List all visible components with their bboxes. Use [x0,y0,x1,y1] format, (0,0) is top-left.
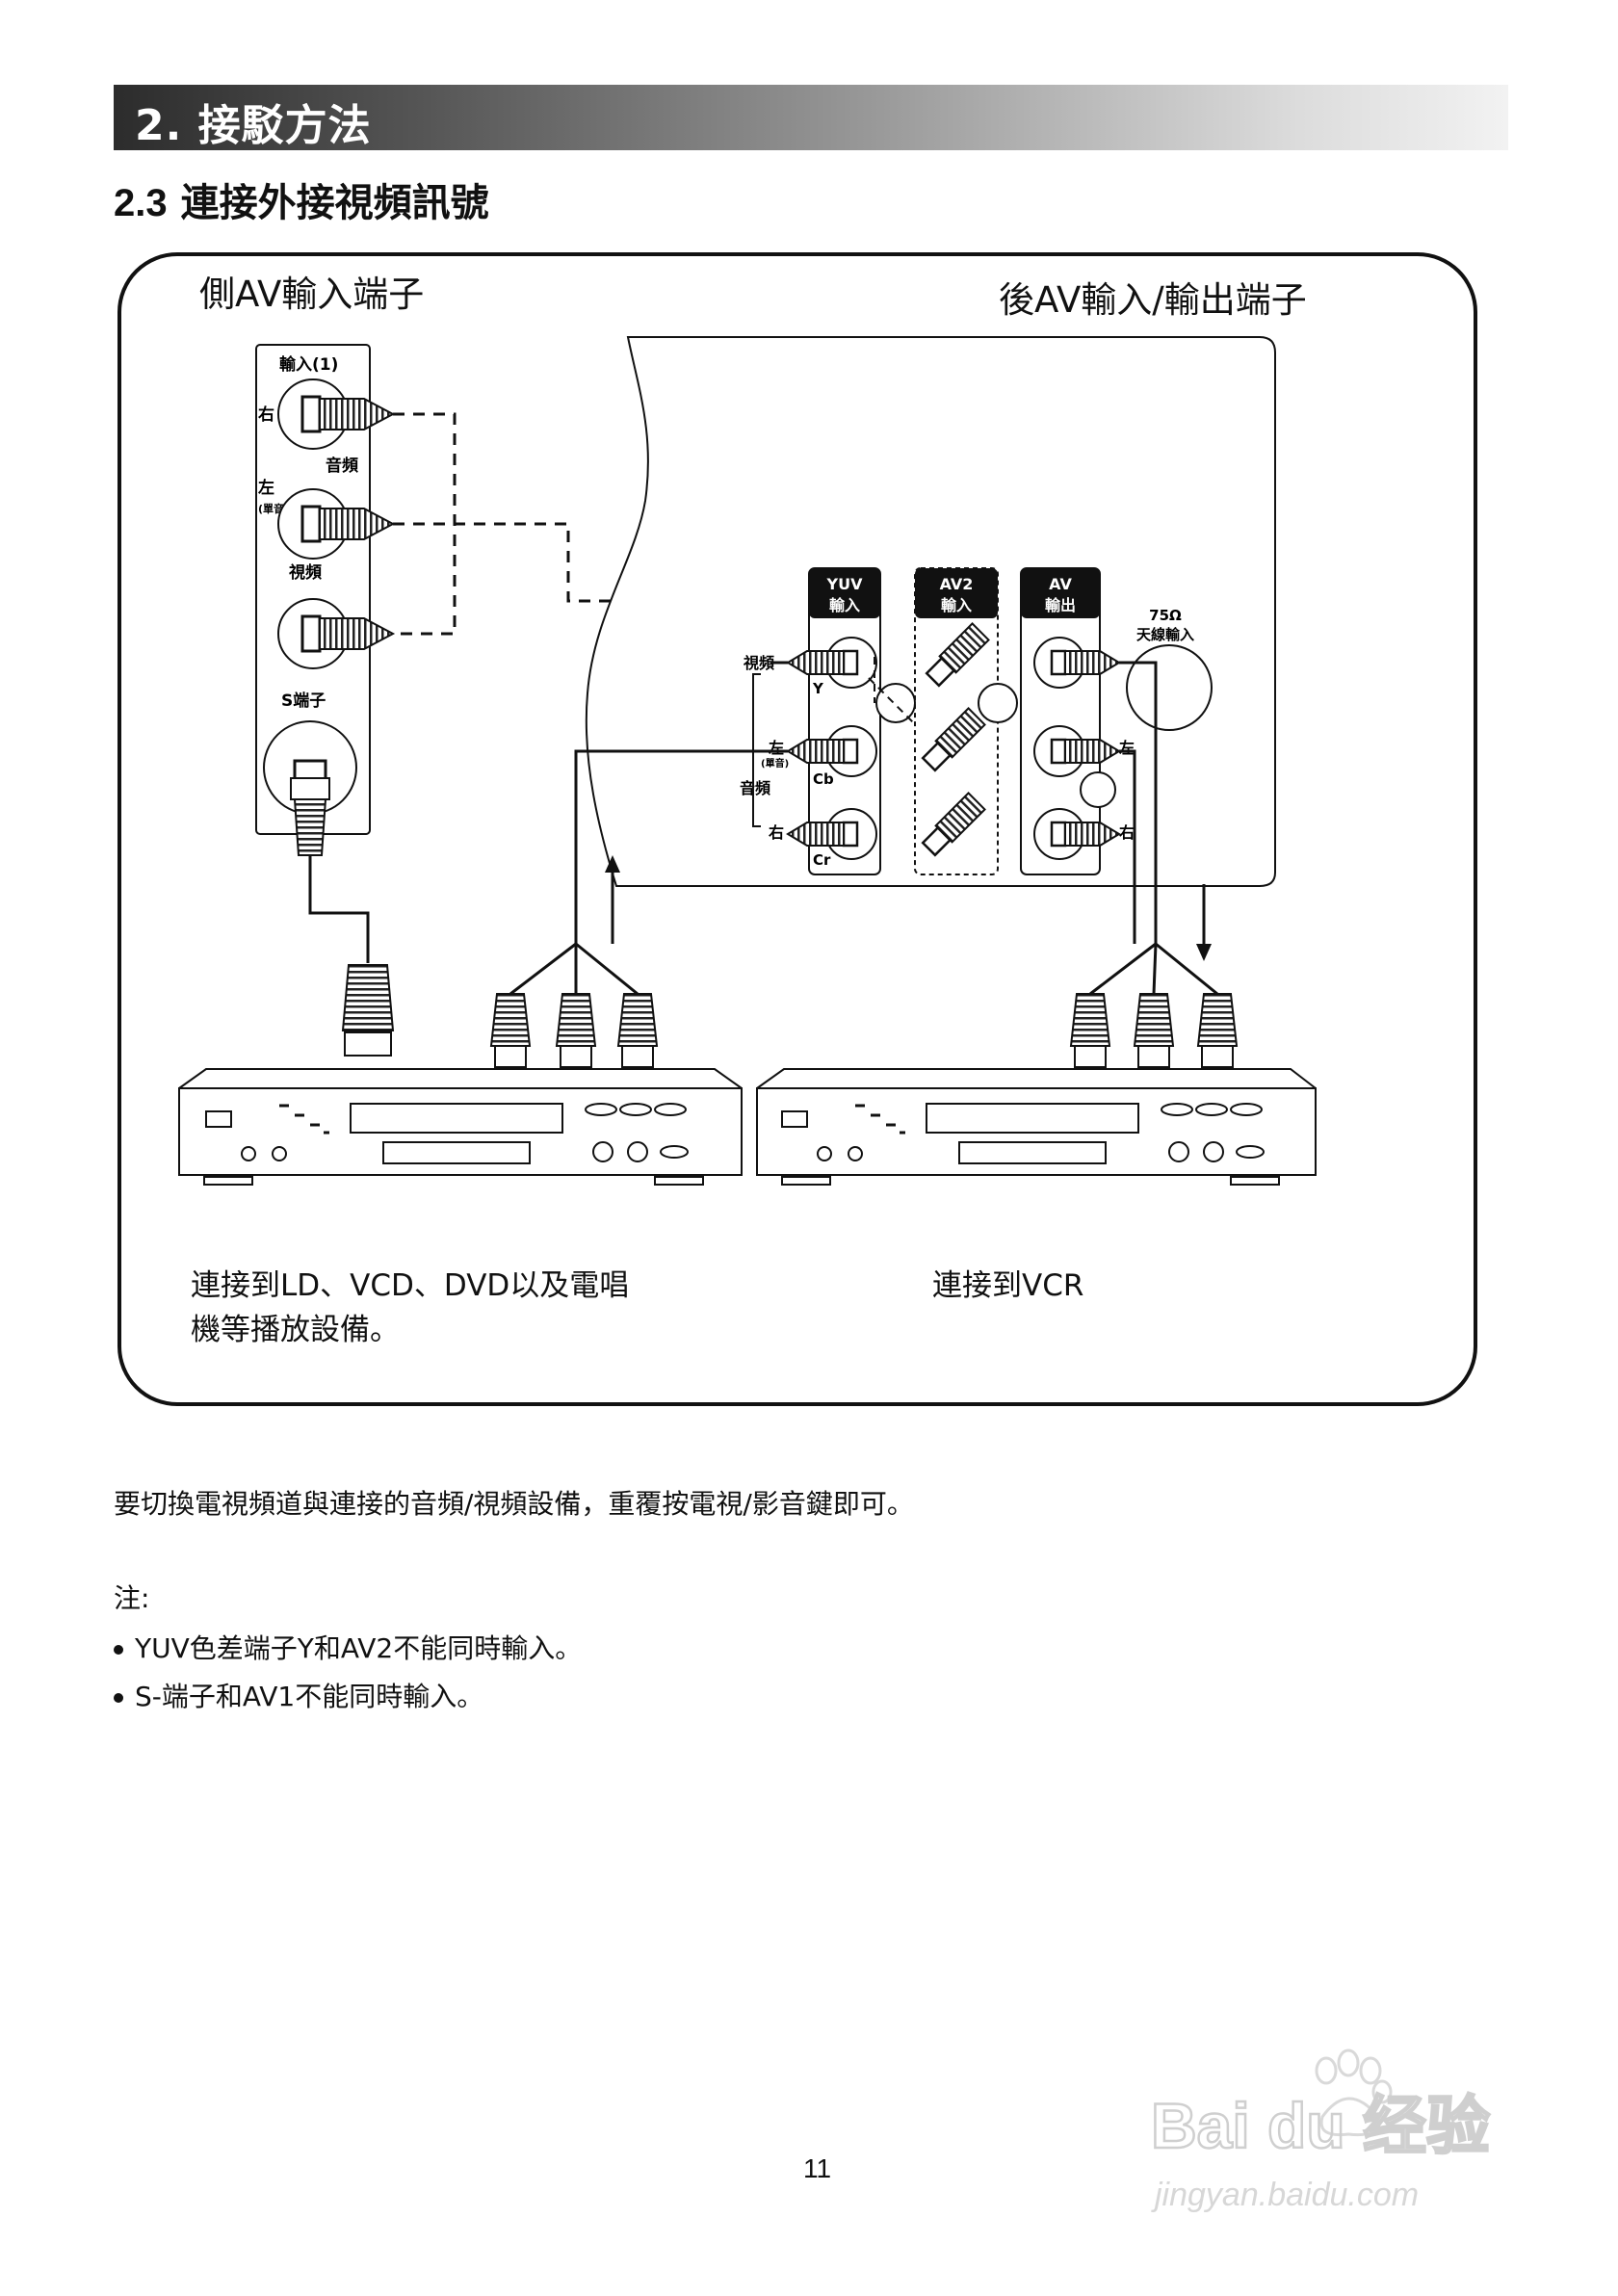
page-number: 11 [803,2153,832,2183]
svg-text:輸出: 輸出 [1045,596,1076,614]
side-label-audio: 音頻 [326,456,358,476]
side-panel-title: 側AV輸入端子 [199,274,424,315]
svg-text:AV2: AV2 [940,575,974,593]
caption-vcr: 連接到VCR [932,1268,1084,1303]
chapter-header-bar: 2. 接駁方法 [114,85,1508,150]
svg-text:右: 右 [1119,823,1135,842]
svg-text:Cb: Cb [813,770,834,788]
svg-text:Y: Y [812,680,824,697]
bullet-icon [114,1693,123,1703]
watermark-url: jingyan.baidu.com [1151,2177,1419,2213]
av-out-jack-video [1033,637,1121,689]
side-label-left: 左 [258,478,274,498]
section-heading: 2.3 連接外接視頻訊號 [114,171,489,227]
svg-text:YUV: YUV [826,575,864,593]
yuv-jack-cr [786,808,877,860]
svg-text:75Ω: 75Ω [1149,607,1182,624]
svg-text:左: 左 [768,739,784,757]
left-device-rca-plugs [489,993,659,1068]
note-item: YUV色差端子Y和AV2不能同時輸入。 [114,1628,582,1666]
side-label-right: 右 [258,404,274,425]
svg-text:輸入: 輸入 [829,596,860,614]
av2-plug-video [925,622,990,688]
side-jack-video [277,598,396,669]
section-number: 2.3 [114,182,168,224]
av-out-jack-right [1033,808,1121,860]
antenna-input-jack [1126,644,1213,731]
av2-plug-right [921,792,986,857]
rear-panel-title: 後AV輸入/輸出端子 [999,279,1307,321]
svg-text:輸入: 輸入 [941,596,972,614]
av-out-jack-left [1033,725,1121,777]
caption-player: 連接到LD、VCD、DVD以及電唱 機等播放設備。 [191,1264,629,1352]
section-title: 連接外接視頻訊號 [180,181,489,225]
connection-diagram: 側AV輸入端子 後AV輸入/輸出端子 輸入(1) 右 音頻 左 (單音) 視頻 … [117,252,1477,1406]
side-jack-audio-left [277,488,396,560]
vcr-device [756,1068,1317,1186]
yuv-jack-cb [786,725,877,777]
svg-text:Cr: Cr [813,851,831,869]
svg-text:(單音): (單音) [761,757,789,770]
side-label-input1: 輸入(1) [279,354,338,375]
bullet-icon [114,1645,123,1655]
yuv-jack-y [786,637,877,689]
note-item: S-端子和AV1不能同時輸入。 [114,1676,483,1714]
notes-heading: 注: [114,1582,150,1614]
left-device-s-video-plug [341,964,395,1057]
svg-text:天線輸入: 天線輸入 [1136,626,1194,643]
side-jack-s-video [263,720,357,856]
caption-player-line1: 連接到LD、VCD、DVD以及電唱 [191,1268,630,1303]
player-device [178,1068,743,1186]
svg-text:左: 左 [1118,739,1135,757]
side-jack-audio-right [277,378,396,450]
baidu-watermark: Bai du 经验 jingyan.baidu.com [1151,2048,1491,2213]
side-label-s-terminal: S端子 [281,691,326,711]
watermark-brand: Bai du 经验 [1151,2090,1490,2161]
av2-plug-left [921,707,986,772]
right-device-rca-plugs [1069,993,1239,1068]
svg-text:視頻: 視頻 [743,654,774,672]
svg-text:右: 右 [769,823,784,842]
chapter-title: 2. 接駁方法 [135,101,372,150]
svg-text:音頻: 音頻 [740,779,770,797]
side-label-video: 視頻 [288,562,322,583]
caption-player-line2: 機等播放設備。 [191,1313,400,1347]
instruction-text: 要切換電視頻道與連接的音頻/視頻設備，重覆按電視/影音鍵即可。 [114,1488,914,1520]
svg-text:AV: AV [1049,575,1072,593]
diagram-frame [117,252,1477,1406]
